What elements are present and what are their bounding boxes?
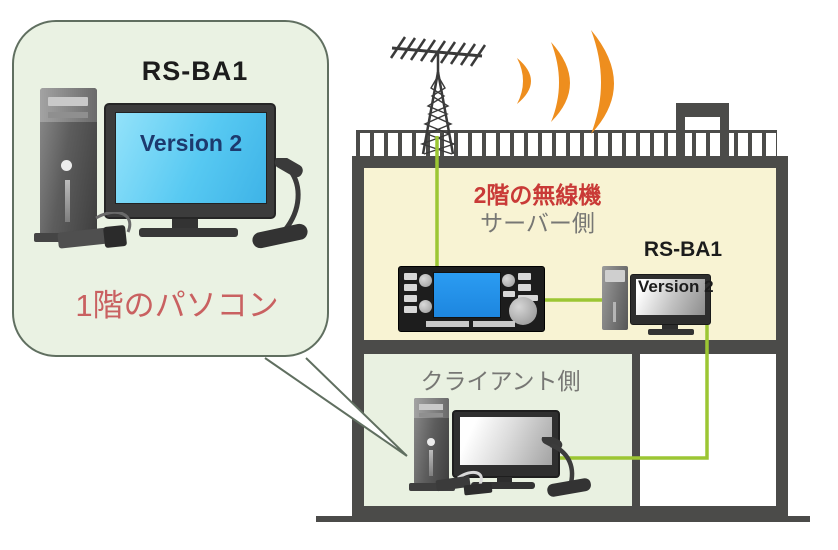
transceiver-button bbox=[404, 295, 417, 302]
drive-bay bbox=[419, 404, 443, 410]
roof-slab bbox=[352, 156, 788, 168]
transceiver-button bbox=[404, 306, 417, 313]
tower-front-panel bbox=[605, 270, 625, 282]
server-side-label: サーバー側 bbox=[480, 210, 595, 236]
server-screen-version-label: Version 2 bbox=[638, 277, 714, 296]
transceiver-knob bbox=[419, 300, 432, 313]
foundation-slab bbox=[352, 506, 788, 522]
drive-bay bbox=[419, 413, 443, 417]
bubble-pc-title: RS-BA1 bbox=[141, 56, 249, 86]
power-button bbox=[61, 160, 72, 171]
transceiver-knob bbox=[502, 274, 515, 287]
hand-microphone-icon bbox=[57, 212, 132, 249]
client-side-label: クライアント側 bbox=[420, 368, 581, 394]
desk-microphone-icon bbox=[252, 158, 308, 249]
tower-vent bbox=[613, 302, 616, 322]
bubble-pc-tower bbox=[40, 88, 97, 236]
transceiver-knob bbox=[419, 274, 432, 287]
power-button bbox=[427, 438, 435, 446]
bubble-screen-version-label: Version 2 bbox=[139, 130, 243, 156]
monitor-stand bbox=[497, 477, 512, 483]
house-left-wall bbox=[352, 156, 364, 522]
server-pc-screen bbox=[636, 279, 705, 315]
client-pc-screen bbox=[460, 417, 552, 465]
transceiver-bottom-bar bbox=[473, 321, 515, 327]
house-right-wall bbox=[776, 156, 788, 522]
radio-wave-icon bbox=[517, 30, 614, 134]
server-pc-tower bbox=[602, 266, 628, 330]
monitor-stand-base bbox=[471, 482, 535, 489]
floor-slab bbox=[352, 340, 788, 354]
server-pc-title: RS-BA1 bbox=[643, 238, 723, 261]
tower-vent bbox=[429, 450, 433, 476]
ground-line-left bbox=[316, 516, 352, 522]
second-floor-radio-label: 2階の無線機 bbox=[473, 182, 602, 208]
transceiver-button bbox=[503, 291, 515, 297]
transceiver-tuning-dial bbox=[509, 297, 537, 325]
radio-transceiver bbox=[398, 266, 545, 332]
interior-wall bbox=[632, 354, 640, 506]
tower-base bbox=[409, 483, 455, 491]
bubble-caption-first-floor-pc: 1階のパソコン bbox=[75, 288, 279, 323]
tower-vent bbox=[65, 180, 70, 222]
drive-bay bbox=[48, 97, 88, 106]
monitor-stand bbox=[172, 219, 198, 228]
monitor-stand-base bbox=[648, 329, 694, 335]
transceiver-button bbox=[518, 273, 531, 280]
drive-bay bbox=[48, 112, 88, 118]
chimney bbox=[676, 103, 729, 159]
bubble-pc-monitor: Version 2 bbox=[104, 103, 276, 219]
client-pc-tower bbox=[414, 398, 449, 484]
desk-microphone-icon bbox=[541, 437, 591, 497]
server-pc-monitor bbox=[630, 274, 711, 325]
monitor-stand-base bbox=[139, 228, 238, 237]
bubble-pc-screen: Version 2 bbox=[115, 112, 267, 204]
keyboard-and-cable-icon bbox=[435, 470, 493, 496]
client-pc-monitor bbox=[452, 410, 560, 478]
transceiver-screen bbox=[433, 272, 501, 318]
transceiver-bottom-bar bbox=[426, 321, 469, 327]
transceiver-button bbox=[404, 284, 417, 291]
transceiver-button bbox=[404, 273, 417, 280]
antenna-icon bbox=[389, 36, 487, 155]
first-floor-side-room bbox=[640, 354, 776, 506]
ground-line-right bbox=[788, 516, 810, 522]
transceiver-button bbox=[518, 284, 531, 291]
